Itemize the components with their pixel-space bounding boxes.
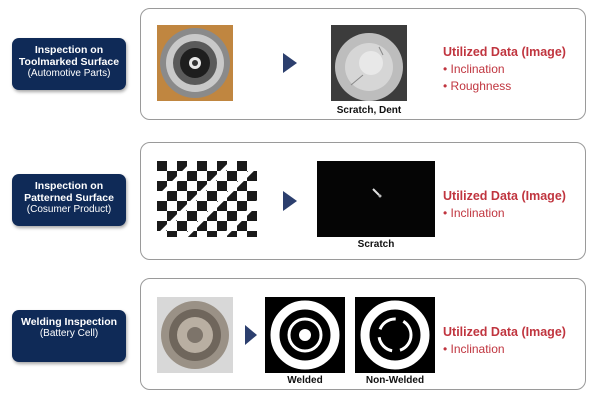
utilized-data-list: • Inclination • Roughness [443, 61, 511, 95]
utilized-data-list: • Inclination [443, 205, 505, 222]
label-title: Inspection on Patterned Surface [24, 180, 114, 204]
caption-non-welded: Non-Welded [365, 375, 425, 386]
utilized-data-title: Utilized Data (Image) [443, 45, 566, 59]
data-item-inclination: • Inclination [443, 206, 505, 220]
image-non-welded [355, 297, 435, 373]
label-subtitle: (Battery Cell) [39, 328, 99, 339]
data-item-inclination: • Inclination [443, 342, 505, 356]
panel-patterned: Scratch Utilized Data (Image) • Inclinat… [140, 142, 586, 260]
label-welding: Welding Inspection (Battery Cell) [12, 310, 126, 362]
image-scratch [317, 161, 435, 237]
arrow-right-icon [245, 325, 257, 345]
image-toolmarked-part [157, 25, 233, 101]
label-subtitle: (Cosumer Product) [26, 204, 112, 215]
caption-welded: Welded [287, 375, 323, 386]
panel-toolmarked: Scratch, Dent Utilized Data (Image) • In… [140, 8, 586, 120]
caption-scratch: Scratch [357, 239, 395, 250]
label-toolmarked: Inspection on Toolmarked Surface (Automo… [12, 38, 126, 90]
data-item-roughness: • Roughness [443, 79, 512, 93]
utilized-data-title: Utilized Data (Image) [443, 189, 566, 203]
utilized-data-title: Utilized Data (Image) [443, 325, 566, 339]
panel-welding: Welded Non-Welded Utilized Data (Image) … [140, 278, 586, 390]
image-battery-cell [157, 297, 233, 373]
label-title: Inspection on Toolmarked Surface [18, 44, 120, 68]
image-patterned-surface [157, 161, 261, 237]
data-item-inclination: • Inclination [443, 62, 505, 76]
arrow-right-icon [283, 191, 297, 211]
label-patterned: Inspection on Patterned Surface (Cosumer… [12, 174, 126, 226]
caption-scratch-dent: Scratch, Dent [336, 105, 402, 116]
utilized-data-list: • Inclination [443, 341, 505, 358]
image-welded [265, 297, 345, 373]
image-scratch-dent [331, 25, 407, 101]
label-subtitle: (Automotive Parts) [27, 68, 111, 79]
arrow-right-icon [283, 53, 297, 73]
label-title: Welding Inspection [20, 316, 118, 328]
